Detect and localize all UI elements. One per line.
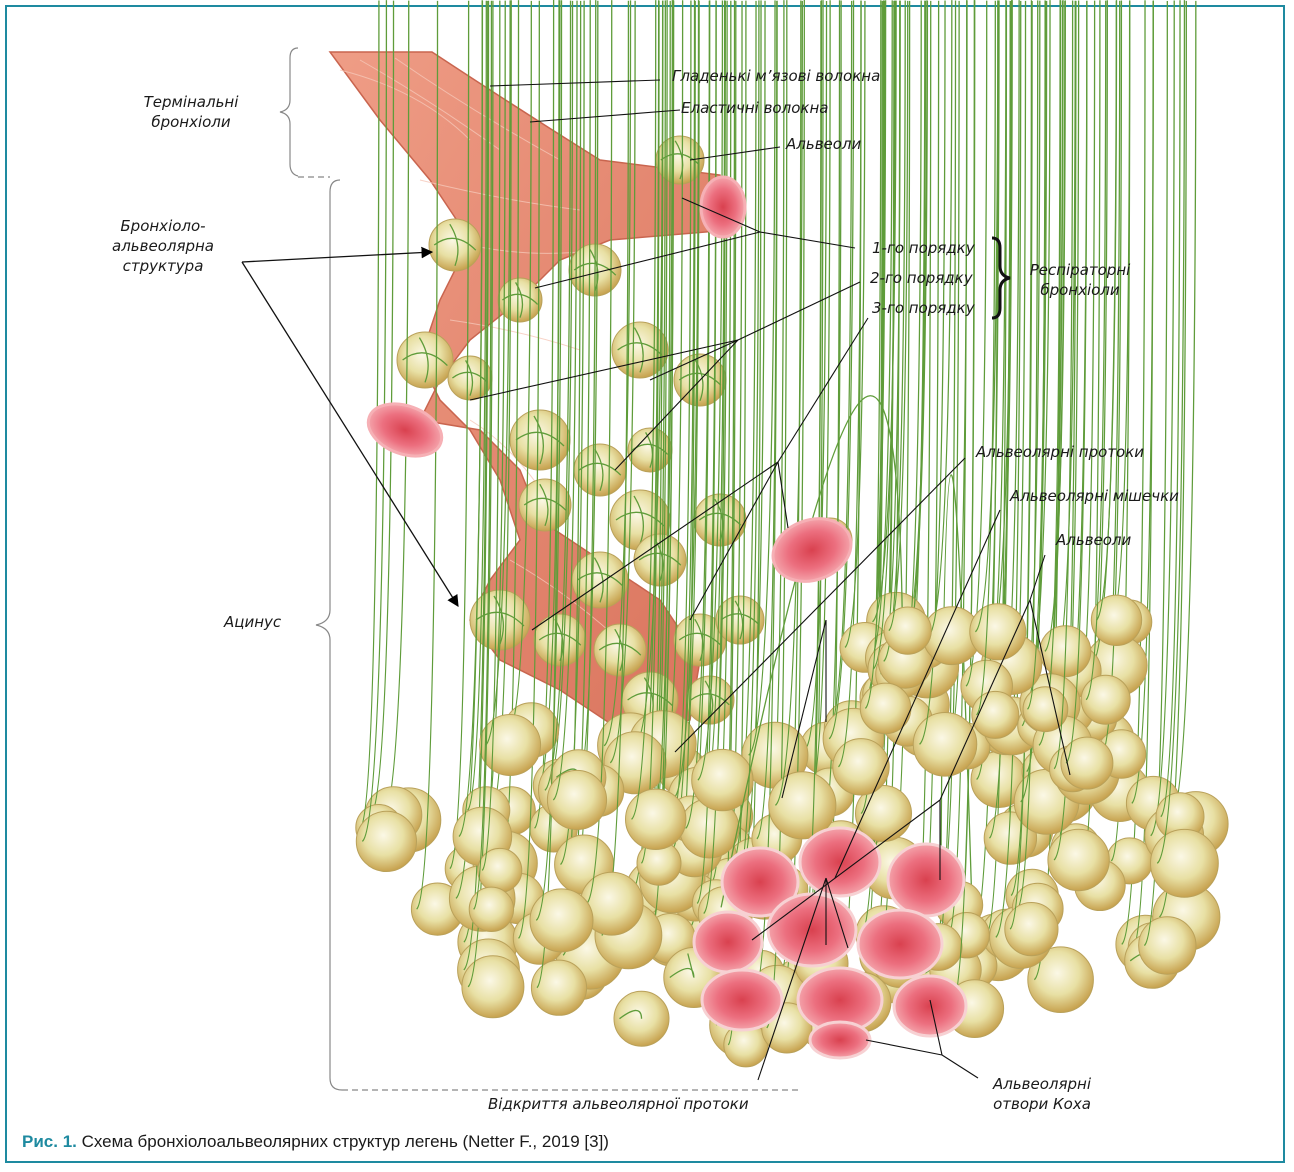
figure-caption: Рис. 1. Схема бронхіолоальвеолярних стру… xyxy=(22,1132,609,1152)
alveolus-bubble xyxy=(970,604,1026,660)
alveolus-bubble xyxy=(356,811,416,871)
alveolus-bubble xyxy=(1005,903,1058,956)
label-kohn-pores: Альвеолярні отвори Коха xyxy=(980,1074,1104,1114)
alveolus-bubble xyxy=(510,410,570,470)
label-alveolar-ducts: Альвеолярні протоки xyxy=(976,442,1144,462)
label-bronchiolo-line1: Бронхіоло- xyxy=(98,216,228,236)
alveolus-bubble xyxy=(716,596,764,644)
label-respiratory-line2: бронхіоли xyxy=(1018,280,1142,300)
label-smooth-muscle: Гладенькі м’язові волокна xyxy=(672,66,880,86)
caption-number: Рис. 1. xyxy=(22,1132,77,1151)
alveolus-bubble xyxy=(1061,737,1113,789)
open-alveolus xyxy=(800,828,880,896)
alveolus-bubble xyxy=(1151,829,1219,897)
label-alveoli-top: Альвеоли xyxy=(786,134,861,154)
open-alveolus xyxy=(702,970,782,1030)
open-alveolus xyxy=(894,976,966,1036)
alveolus-bubble xyxy=(530,889,593,952)
alveolus-bubble xyxy=(833,739,889,795)
alveolus-bubble xyxy=(478,848,522,892)
capillary-net xyxy=(1151,1,1175,836)
label-terminal-bronchioles: Термінальні бронхіоли xyxy=(126,92,256,132)
acinus-bracket xyxy=(316,180,342,1090)
open-alveolus xyxy=(888,844,964,916)
alveolus-bubble xyxy=(397,332,453,388)
alveolus-bubble xyxy=(469,887,513,931)
alveolus-bubble xyxy=(547,770,606,829)
label-terminal-line1: Термінальні xyxy=(126,92,256,112)
alveolus-bubble xyxy=(884,607,931,654)
label-kohn-line2: отвори Коха xyxy=(980,1094,1104,1114)
alveolus-bubble xyxy=(1081,675,1130,724)
label-elastic-fibers: Еластичні волокна xyxy=(681,98,828,118)
alveolus-bubble xyxy=(531,960,586,1015)
alveolus-bubble xyxy=(462,956,524,1018)
label-alveolar-sacs: Альвеолярні мішечки xyxy=(1010,486,1179,506)
open-alveolus xyxy=(810,1022,870,1058)
open-alveolus xyxy=(858,910,942,978)
alveolus-bubble xyxy=(1091,595,1141,645)
alveolus-bubble xyxy=(626,789,686,849)
tube-opening xyxy=(701,177,745,237)
label-order-3: 3-го порядку xyxy=(872,298,975,318)
capillary-net xyxy=(775,1,802,805)
capillary-net xyxy=(966,1,987,686)
label-bronchiolo-line3: структура xyxy=(98,256,228,276)
alveolus-bubble xyxy=(1048,829,1109,890)
label-respiratory-line1: Респіраторні xyxy=(1018,260,1142,280)
label-respiratory-bronchioles: Респіраторні бронхіоли xyxy=(1018,260,1142,300)
label-duct-opening: Відкриття альвеолярної протоки xyxy=(488,1094,749,1114)
caption-text: Схема бронхіолоальвеолярних структур лег… xyxy=(77,1132,609,1151)
alveolus-bubble xyxy=(480,715,541,776)
label-terminal-line2: бронхіоли xyxy=(126,112,256,132)
alveolus-bubble xyxy=(913,713,977,777)
alveolus-bubble xyxy=(1139,917,1196,974)
label-order-2: 2-го порядку xyxy=(870,268,973,288)
label-bronchiolo-alveolar: Бронхіоло- альвеолярна структура xyxy=(98,216,228,276)
label-acinus: Ацинус xyxy=(224,612,281,632)
label-order-1: 1-го порядку xyxy=(872,238,975,258)
label-bronchiolo-line2: альвеолярна xyxy=(98,236,228,256)
opened-alveolar-sac xyxy=(694,828,966,1058)
label-kohn-line1: Альвеолярні xyxy=(980,1074,1104,1094)
open-alveolus xyxy=(694,912,762,972)
label-alveoli-bottom: Альвеоли xyxy=(1056,530,1131,550)
terminal-bracket xyxy=(280,48,298,176)
capillary-net xyxy=(1161,0,1180,817)
